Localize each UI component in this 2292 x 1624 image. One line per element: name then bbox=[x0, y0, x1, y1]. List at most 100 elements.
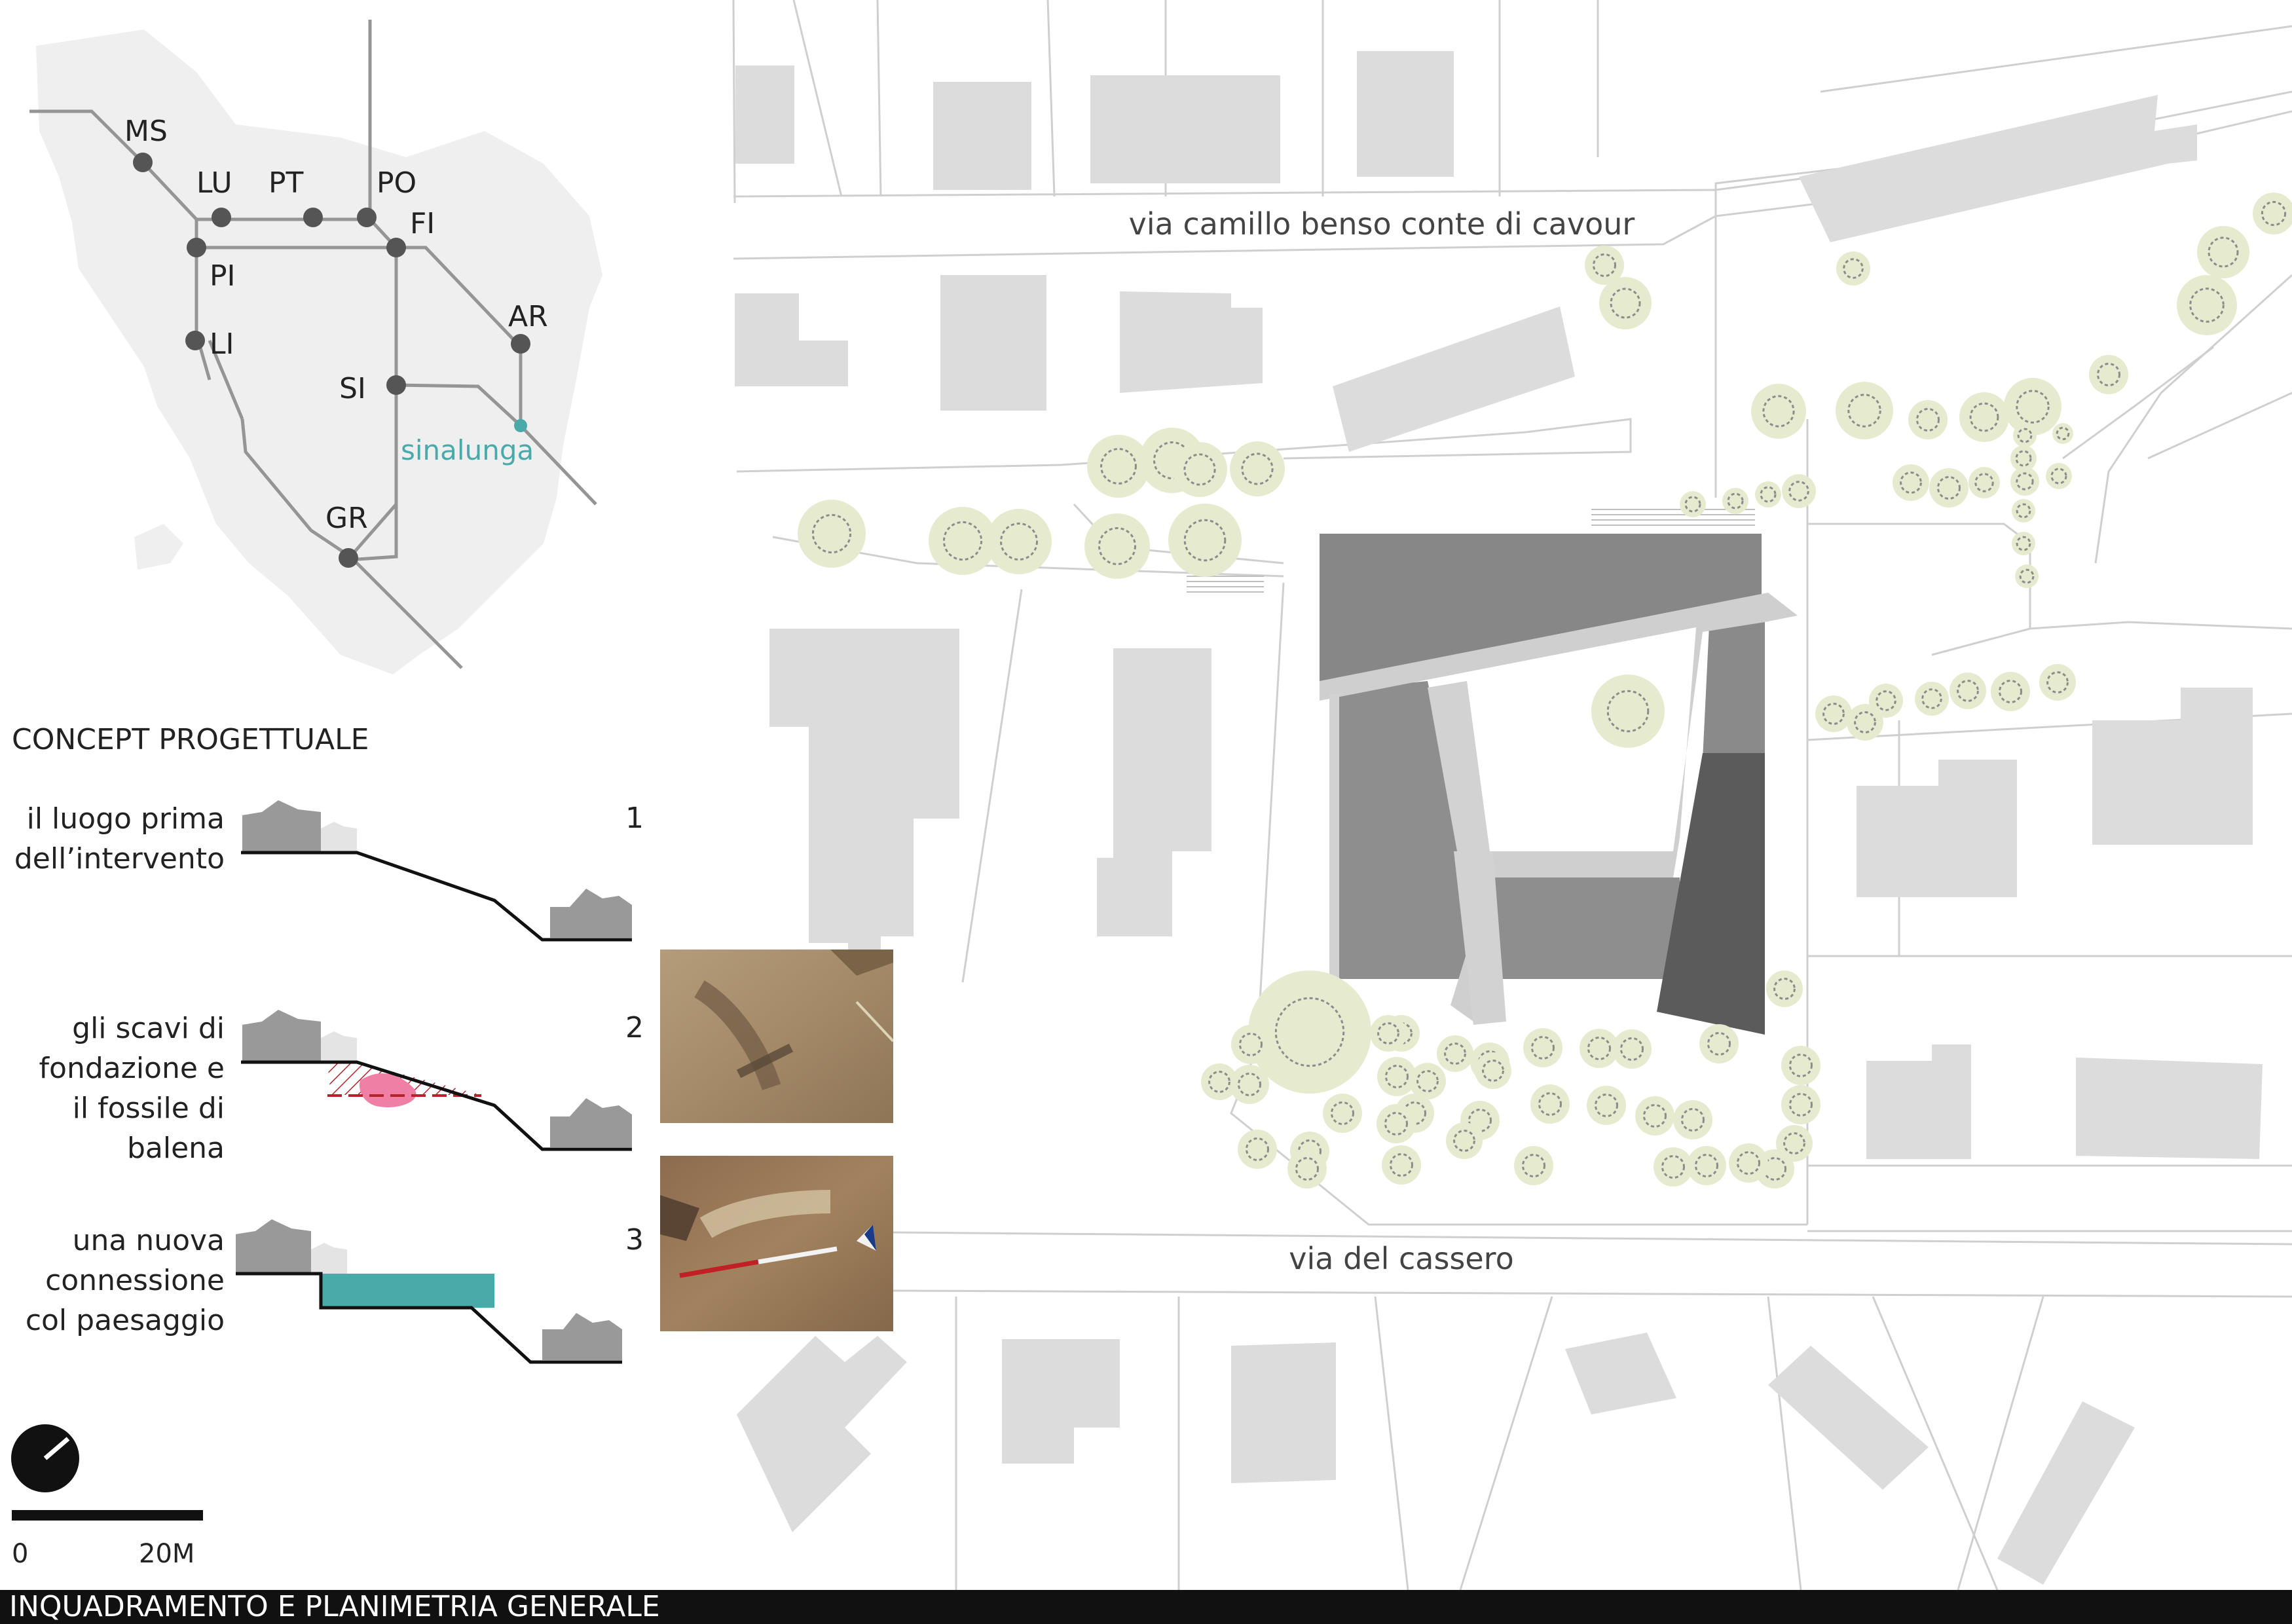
tree-crown-outline bbox=[2189, 287, 2225, 323]
stairs bbox=[1187, 509, 1755, 593]
tree-crown-outline bbox=[2050, 468, 2067, 485]
tree-crown-outline bbox=[1403, 1101, 1426, 1125]
city-label-pi: PI bbox=[210, 259, 236, 293]
tree-crown-outline bbox=[1854, 711, 1876, 733]
tree-canopy bbox=[2013, 424, 2037, 447]
scale-bar bbox=[12, 1510, 203, 1521]
step-2-line-3: il fossile di bbox=[72, 1092, 225, 1125]
tree-canopy bbox=[1635, 1096, 1674, 1135]
tree-canopy bbox=[1172, 442, 1227, 497]
tree-canopy bbox=[1751, 384, 1806, 439]
tree-crown-outline bbox=[1610, 287, 1641, 319]
tree-crown-outline bbox=[1384, 1112, 1408, 1135]
tree-canopy bbox=[1437, 1035, 1473, 1072]
tree-canopy bbox=[1950, 673, 1986, 709]
tree-crown-outline bbox=[1760, 486, 1777, 503]
scale-label-end: 20M bbox=[139, 1539, 195, 1569]
tree-crown-outline bbox=[1681, 1108, 1705, 1132]
tree-canopy bbox=[1168, 504, 1242, 577]
tree-canopy bbox=[1969, 467, 2000, 498]
fossil-photo-2 bbox=[660, 1156, 893, 1331]
tree-crown-outline bbox=[1482, 1060, 1504, 1082]
city-dot-fi bbox=[386, 238, 406, 257]
tree-crown-outline bbox=[1246, 1137, 1269, 1161]
project-building bbox=[1320, 534, 1798, 1035]
concept-diagram-2 bbox=[241, 1010, 632, 1151]
tree-crown-outline bbox=[1707, 1032, 1731, 1056]
step-3-line-2: connessione bbox=[45, 1264, 225, 1297]
tree-crown-outline bbox=[1876, 690, 1896, 711]
concept-diagram-1 bbox=[241, 800, 632, 942]
tree-crown-outline bbox=[2016, 503, 2031, 519]
tree-canopy bbox=[1230, 1065, 1269, 1104]
tree-canopy bbox=[1836, 382, 1893, 439]
tree-canopy bbox=[2046, 463, 2072, 489]
tree-crown-outline bbox=[1999, 680, 2022, 703]
regional-map: MS LU PT PO FI PI LI AR SI GR sinalunga bbox=[29, 20, 602, 674]
tree-canopy bbox=[1230, 441, 1285, 496]
city-dot-ar bbox=[511, 334, 530, 354]
city-label-lu: LU bbox=[196, 166, 232, 200]
tree-crown-outline bbox=[2261, 200, 2287, 227]
tree-crown-outline bbox=[942, 521, 983, 561]
trees bbox=[798, 193, 2292, 1189]
tree-crown-outline bbox=[1587, 1037, 1611, 1060]
footer-bar: INQUADRAMENTO E PLANIMETRIA GENERALE bbox=[0, 1590, 2292, 1624]
parcel-lines bbox=[732, 0, 2292, 1590]
tree-canopy bbox=[1409, 1063, 1446, 1099]
city-label-gr: GR bbox=[325, 502, 368, 535]
step-1-line-1: il luogo prima bbox=[26, 802, 225, 836]
tree-crown-outline bbox=[2046, 671, 2069, 693]
tree-crown-outline bbox=[1788, 481, 1809, 502]
tree-crown-outline bbox=[1183, 453, 1216, 486]
tree-canopy bbox=[1729, 1143, 1768, 1183]
tree-canopy bbox=[1929, 468, 1969, 507]
city-labels: MS LU PT PO FI PI LI AR SI GR bbox=[124, 115, 548, 535]
tree-crown-outline bbox=[1737, 1151, 1760, 1175]
tree-canopy bbox=[1530, 1084, 1570, 1124]
tree-crown-outline bbox=[1183, 519, 1227, 562]
tree-canopy bbox=[1836, 251, 1870, 286]
city-dot-si bbox=[386, 375, 406, 395]
tree-crown-outline bbox=[1822, 703, 1845, 725]
tree-canopy bbox=[2015, 564, 2039, 588]
tree-canopy bbox=[1377, 1104, 1416, 1143]
tree-crown-outline bbox=[1661, 1155, 1685, 1179]
tree-crown-outline bbox=[1783, 1132, 1805, 1154]
tree-canopy bbox=[1514, 1146, 1553, 1185]
city-label-si: SI bbox=[339, 372, 366, 405]
tree-crown-outline bbox=[1274, 997, 1345, 1067]
tree-crown-outline bbox=[2056, 426, 2070, 441]
tree-canopy bbox=[1766, 970, 1803, 1007]
tree-crown-outline bbox=[1100, 448, 1137, 485]
city-dot-li bbox=[185, 331, 205, 350]
tree-crown-outline bbox=[1695, 1154, 1718, 1177]
tree-canopy bbox=[1248, 970, 1371, 1094]
tree-crown-outline bbox=[2019, 568, 2035, 584]
tree-crown-outline bbox=[1843, 258, 1864, 279]
tree-canopy bbox=[1323, 1094, 1362, 1133]
tree-crown-outline bbox=[1847, 394, 1881, 428]
concept-diagrams bbox=[236, 800, 632, 1364]
tree-crown-outline bbox=[1241, 452, 1274, 485]
island-shape bbox=[134, 524, 183, 570]
tree-crown-outline bbox=[1390, 1153, 1413, 1177]
tree-crown-outline bbox=[1969, 402, 1999, 432]
footer-title: INQUADRAMENTO E PLANIMETRIA GENERALE bbox=[9, 1590, 660, 1623]
city-label-sinalunga: sinalunga bbox=[401, 434, 534, 466]
tree-crown-outline bbox=[1416, 1070, 1439, 1092]
tree-canopy bbox=[2052, 423, 2073, 444]
tree-canopy bbox=[2177, 275, 2237, 335]
step-2-number: 2 bbox=[625, 1011, 644, 1044]
step-3-number: 3 bbox=[625, 1223, 644, 1257]
tree-crown-outline bbox=[1595, 1094, 1618, 1117]
tree-canopy bbox=[986, 509, 1052, 574]
tree-canopy bbox=[1680, 491, 1706, 517]
tree-crown-outline bbox=[1531, 1036, 1555, 1060]
city-label-po: PO bbox=[377, 166, 416, 200]
tree-crown-outline bbox=[1538, 1092, 1562, 1116]
tree-canopy bbox=[1231, 1025, 1270, 1064]
fossil-photo-1 bbox=[660, 950, 893, 1123]
concept-diagram-3 bbox=[236, 1219, 622, 1364]
tree-canopy bbox=[2089, 355, 2128, 394]
